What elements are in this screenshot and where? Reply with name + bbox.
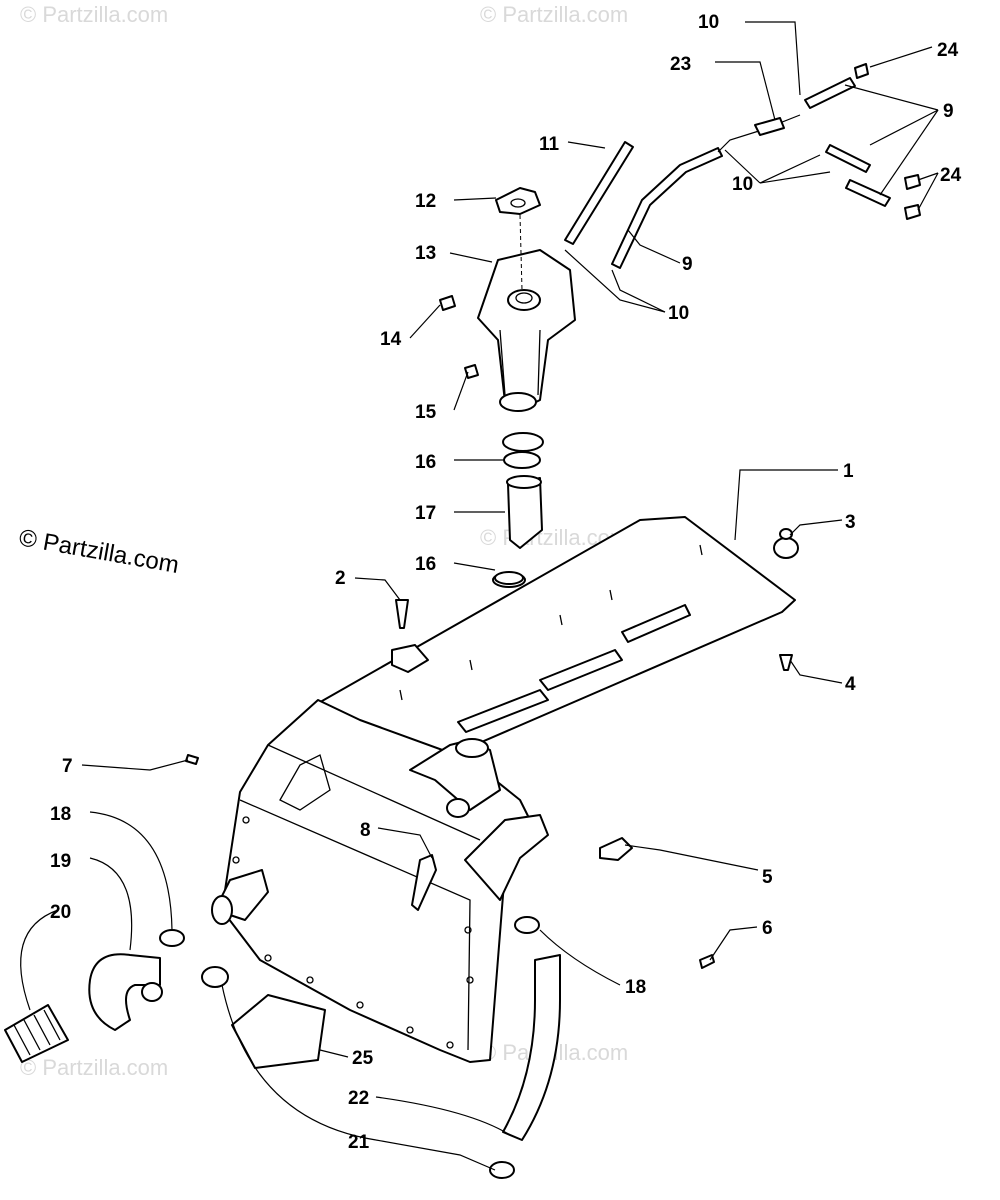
watermark-top-left: © Partzilla.com xyxy=(20,2,168,27)
callout-8: 8 xyxy=(360,820,371,841)
callout-10-top: 10 xyxy=(698,12,719,33)
intake-hoses xyxy=(4,953,561,1179)
callout-24-top: 24 xyxy=(937,40,959,61)
callout-9-mid: 9 xyxy=(682,254,693,275)
callout-14: 14 xyxy=(380,329,402,350)
callout-22: 22 xyxy=(348,1088,369,1109)
air-box-housing xyxy=(211,699,549,1063)
callout-23: 23 xyxy=(670,54,691,75)
callout-25: 25 xyxy=(352,1048,374,1069)
callout-11: 11 xyxy=(539,134,560,155)
callout-7: 7 xyxy=(62,756,73,777)
callout-16-top: 16 xyxy=(415,452,436,473)
callout-5: 5 xyxy=(762,867,773,888)
coolant-tank xyxy=(477,249,576,412)
callout-17: 17 xyxy=(415,503,436,524)
callout-18-right: 18 xyxy=(625,977,646,998)
watermark-bottom-left: © Partzilla.com xyxy=(20,1055,168,1080)
callout-16-bottom: 16 xyxy=(415,554,436,575)
overflow-hoses xyxy=(564,77,891,269)
callout-3: 3 xyxy=(845,512,856,533)
callout-labels: 1 2 3 4 5 6 7 8 9 9 10 10 10 11 12 13 14… xyxy=(50,12,962,1153)
callout-13: 13 xyxy=(415,243,436,264)
leader-lines xyxy=(20,21,939,1171)
callout-15: 15 xyxy=(415,402,437,423)
callout-4: 4 xyxy=(845,674,856,695)
callout-6: 6 xyxy=(762,918,773,939)
callout-1: 1 xyxy=(843,461,854,482)
callout-24-bottom: 24 xyxy=(940,165,962,186)
callout-10-mid: 10 xyxy=(668,303,689,324)
watermark-top-center: © Partzilla.com xyxy=(480,2,628,27)
callout-19: 19 xyxy=(50,851,71,872)
callout-21: 21 xyxy=(348,1132,370,1153)
callout-10-right: 10 xyxy=(732,174,753,195)
callout-9-top: 9 xyxy=(943,101,954,122)
lower-plate xyxy=(314,516,796,761)
watermark-main: © Partzilla.com xyxy=(17,524,181,579)
callout-12: 12 xyxy=(415,191,436,212)
callout-20: 20 xyxy=(50,902,71,923)
callout-18-left: 18 xyxy=(50,804,71,825)
tank-cap xyxy=(495,187,541,291)
callout-2: 2 xyxy=(335,568,346,589)
